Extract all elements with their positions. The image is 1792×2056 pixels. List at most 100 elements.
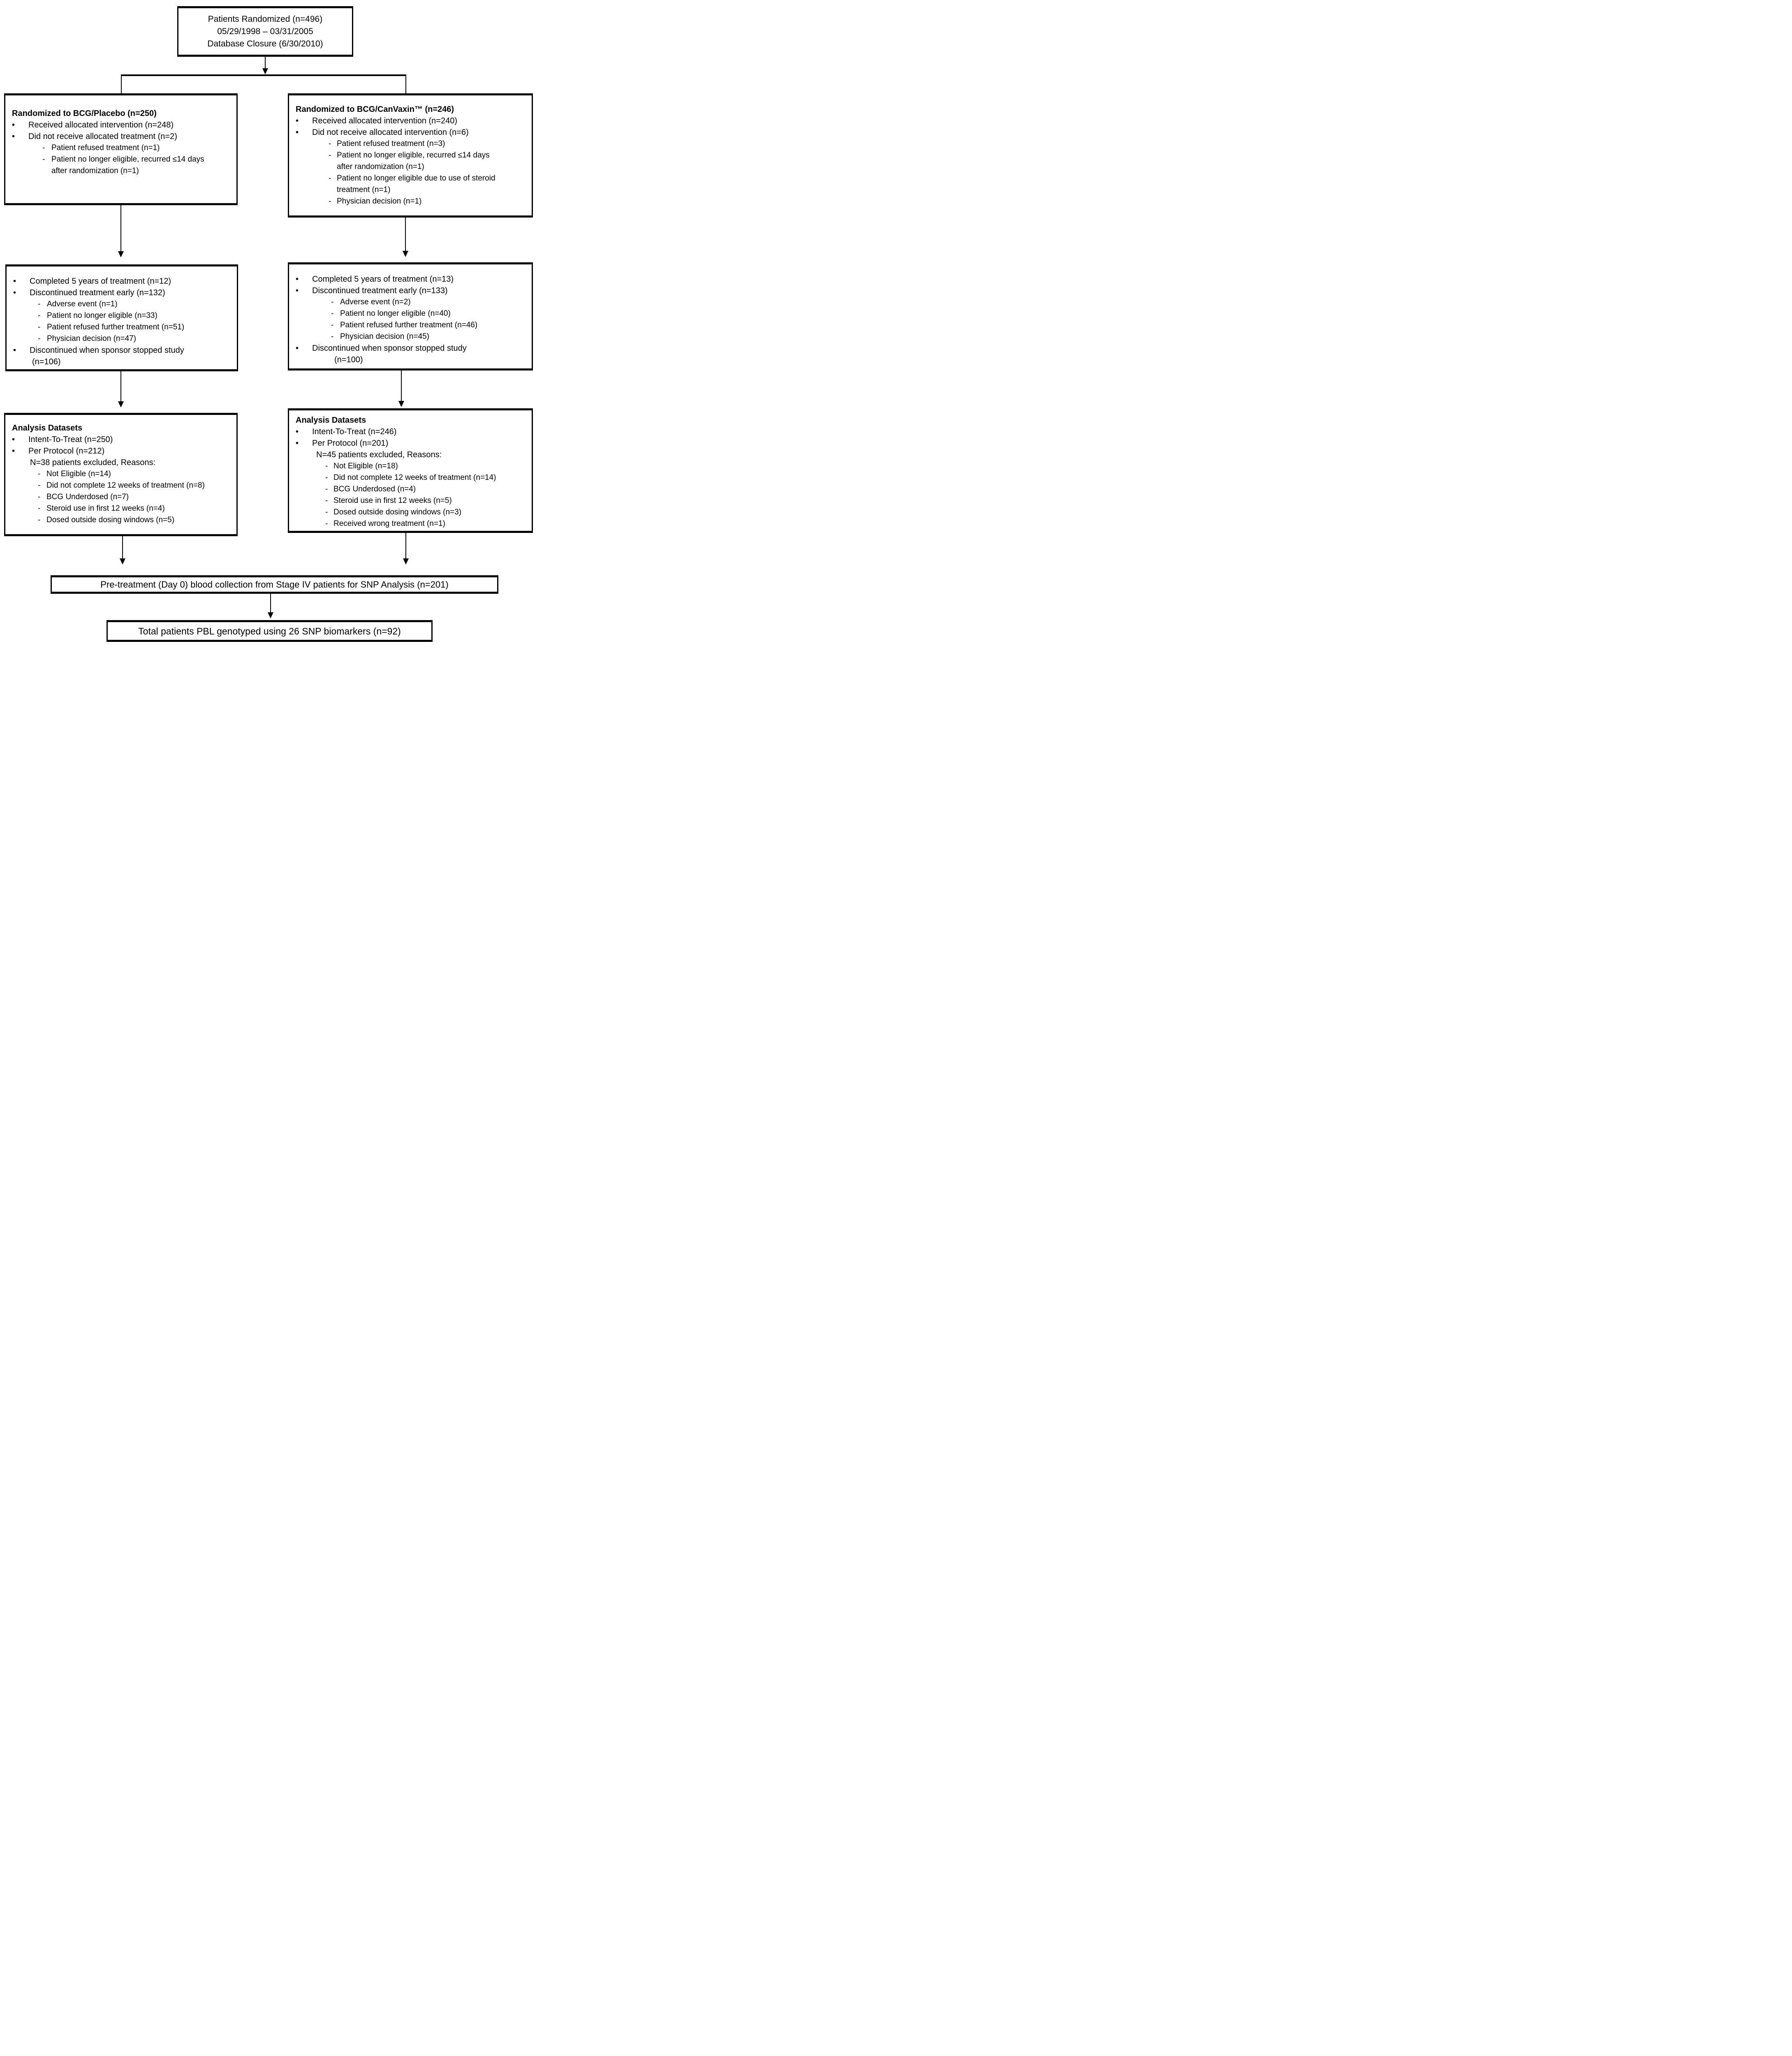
bullet-text: Completed 5 years of treatment (n=12) (30, 277, 171, 286)
dash-marker: - (331, 332, 334, 341)
dash-marker: - (331, 298, 334, 306)
sub-item: -Adverse event (n=1) (7, 299, 237, 310)
dash-marker: - (329, 139, 331, 148)
sub-item: -Patient refused treatment (n=1) (5, 142, 236, 154)
box-randomized-bcg-placebo: Randomized to BCG/Placebo (n=250) •Recei… (4, 93, 238, 205)
box-treatment-status-canvaxin: • Completed 5 years of treatment (n=13) •… (288, 262, 533, 370)
connector-left-arm-stem (120, 205, 121, 252)
dash-marker: - (38, 504, 41, 513)
randomized-count-line: Patients Randomized (n=496) (208, 14, 323, 24)
continuation-line: (n=100) (334, 355, 363, 364)
reason-item: -Not Eligible (n=14) (5, 468, 236, 480)
reason-text: Dosed outside dosing windows (n=5) (46, 516, 175, 524)
dash-marker: - (325, 519, 328, 528)
bullet-marker: • (296, 116, 299, 125)
bullet-text: Received allocated intervention (n=240) (312, 116, 457, 125)
bullet-item: •Intent-To-Treat (n=246) (289, 426, 532, 438)
bullet-text: Per Protocol (n=212) (28, 447, 105, 456)
reasons-header: N=38 patients excluded, Reasons: (30, 458, 156, 467)
box-treatment-status-placebo: • Completed 5 years of treatment (n=12) •… (5, 264, 238, 371)
sub-item: -Patient no longer eligible, recurred ≤1… (289, 150, 532, 161)
sub-text: Patient no longer eligible, recurred ≤14… (51, 155, 204, 164)
box-analysis-datasets-canvaxin: Analysis Datasets •Intent-To-Treat (n=24… (288, 408, 533, 533)
sub-text: Patient refused treatment (n=3) (337, 139, 445, 148)
sub-text: Physician decision (n=1) (337, 197, 422, 206)
bullet-marker: • (296, 128, 299, 137)
reason-item: -BCG Underdosed (n=7) (5, 491, 236, 503)
reason-text: BCG Underdosed (n=7) (46, 493, 129, 501)
sub-text: Adverse event (n=2) (340, 298, 411, 306)
sub-item: -Patient refused further treatment (n=51… (7, 322, 237, 333)
bullet-marker: • (296, 286, 299, 295)
sub-text: Patient refused further treatment (n=46) (340, 321, 478, 329)
box-title: Analysis Datasets (296, 416, 366, 425)
reason-item: -Received wrong treatment (n=1) (289, 518, 532, 530)
down-arrowhead (403, 251, 408, 257)
database-closure-line: Database Closure (6/30/2010) (207, 39, 323, 49)
enrollment-dates-line: 05/29/1998 – 03/31/2005 (217, 26, 313, 36)
bullet-marker: • (13, 346, 16, 355)
sub-item: -Patient refused further treatment (n=46… (289, 320, 532, 331)
bullet-text: Discontinued treatment early (n=133) (312, 286, 448, 295)
bullet-item: • Discontinued when sponsor stopped study (7, 345, 237, 356)
dash-marker: - (325, 496, 328, 505)
down-arrowhead (120, 558, 125, 565)
continuation-line: treatment (n=1) (337, 185, 391, 194)
down-arrowhead (118, 401, 124, 407)
sub-item: -Physician decision (n=1) (289, 196, 532, 207)
continuation-line: after randomization (n=1) (337, 162, 424, 171)
bullet-marker: • (296, 275, 299, 284)
bullet-marker: • (12, 120, 15, 130)
bullet-text: Discontinued when sponsor stopped study (30, 346, 184, 355)
reasons-header: N=45 patients excluded, Reasons: (316, 450, 442, 459)
bullet-marker: • (296, 439, 299, 448)
bullet-text: Discontinued when sponsor stopped study (312, 344, 467, 353)
box-snp-blood-collection: Pre-treatment (Day 0) blood collection f… (51, 575, 498, 594)
sub-text: Physician decision (n=47) (47, 334, 137, 343)
connector-right-arm-stem (405, 218, 406, 251)
box-analysis-datasets-placebo: Analysis Datasets •Intent-To-Treat (n=25… (4, 413, 238, 536)
bullet-marker: • (12, 132, 15, 141)
consort-flow-diagram: Patients Randomized (n=496) 05/29/1998 –… (0, 0, 537, 646)
reason-item: -Did not complete 12 weeks of treatment … (289, 472, 532, 484)
dash-marker: - (329, 174, 331, 183)
bullet-text: Discontinued treatment early (n=132) (30, 288, 165, 297)
reason-text: Not Eligible (n=18) (333, 462, 398, 470)
bullet-item: • Completed 5 years of treatment (n=13) (289, 273, 532, 285)
sub-text: Patient no longer eligible due to use of… (337, 174, 495, 183)
reason-text: BCG Underdosed (n=4) (333, 485, 416, 493)
connector-split-left-drop (121, 75, 122, 93)
reason-text: Dosed outside dosing windows (n=3) (333, 508, 462, 516)
reason-text: Steroid use in first 12 weeks (n=5) (333, 496, 452, 505)
reason-item: -Dosed outside dosing windows (n=3) (289, 507, 532, 518)
sub-text: Patient refused treatment (n=1) (51, 144, 160, 152)
genotyped-total-text: Total patients PBL genotyped using 26 SN… (138, 625, 401, 637)
bullet-text: Received allocated intervention (n=248) (28, 120, 174, 130)
dash-marker: - (42, 155, 45, 164)
bullet-marker: • (296, 344, 299, 353)
dash-marker: - (329, 197, 331, 206)
bullet-item: •Intent-To-Treat (n=250) (5, 434, 236, 445)
bullet-text: Completed 5 years of treatment (n=13) (312, 275, 454, 284)
box-randomized-bcg-canvaxin: Randomized to BCG/CanVaxin™ (n=246) •Rec… (288, 93, 533, 218)
dash-marker: - (325, 473, 328, 482)
reason-item: -BCG Underdosed (n=4) (289, 484, 532, 495)
reason-text: Did not complete 12 weeks of treatment (… (46, 481, 205, 490)
bullet-text: Did not receive allocated treatment (n=2… (28, 132, 177, 141)
continuation-line: after randomization (n=1) (51, 167, 139, 175)
dash-marker: - (38, 470, 41, 478)
box-pbl-genotyped: Total patients PBL genotyped using 26 SN… (107, 620, 433, 642)
continuation-line: (n=106) (32, 357, 61, 366)
sub-item: -Physician decision (n=47) (7, 333, 237, 345)
dash-marker: - (38, 311, 41, 320)
sub-text: Patient no longer eligible (n=33) (47, 311, 157, 320)
bullet-item: •Did not receive allocated intervention … (289, 127, 532, 138)
dash-marker: - (331, 321, 334, 329)
bullet-item: •Discontinued treatment early (n=132) (7, 287, 237, 299)
bullet-marker: • (13, 277, 16, 286)
reason-item: -Did not complete 12 weeks of treatment … (5, 480, 236, 491)
sub-item: -Adverse event (n=2) (289, 296, 532, 308)
connector-top-stem (265, 57, 266, 69)
dash-marker: - (38, 300, 41, 308)
reason-text: Steroid use in first 12 weeks (n=4) (46, 504, 165, 513)
